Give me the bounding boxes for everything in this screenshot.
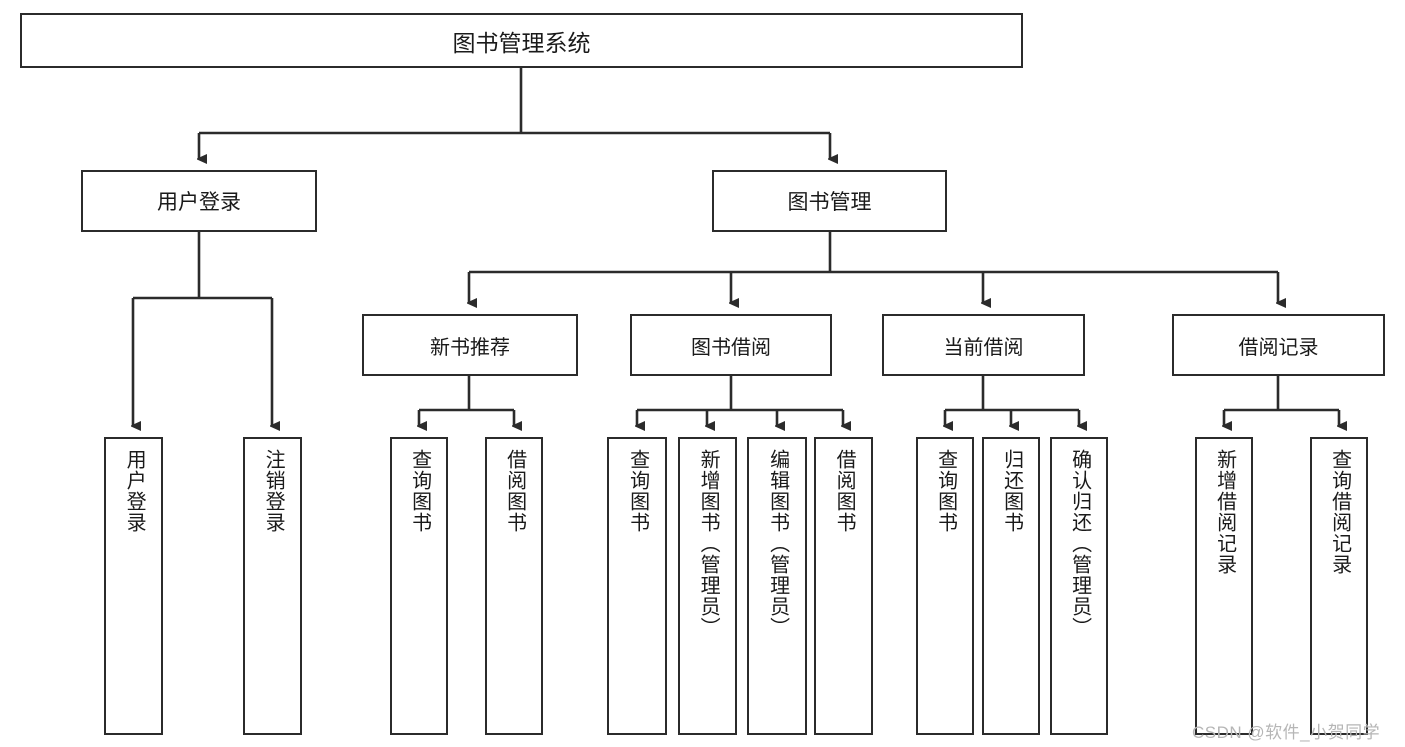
node-leaf-user-login[interactable]: 用户登录: [104, 437, 163, 735]
node-label: 图书管理系统: [452, 29, 591, 56]
node-label: 归还图书: [1000, 449, 1023, 533]
node-label: 用户登录: [123, 449, 146, 533]
node-leaf-borrow-book-recommend[interactable]: 借阅图书: [485, 437, 543, 735]
node-label: 当前借阅: [943, 336, 1024, 359]
node-book-borrow[interactable]: 图书借阅: [630, 314, 832, 376]
node-label: 查询图书: [934, 449, 957, 533]
node-leaf-query-book-recommend[interactable]: 查询图书: [390, 437, 448, 735]
node-leaf-logout-login[interactable]: 注销登录: [243, 437, 302, 735]
node-root-system[interactable]: 图书管理系统: [20, 13, 1023, 68]
node-book-management[interactable]: 图书管理: [712, 170, 947, 232]
node-label: 借阅图书: [503, 449, 526, 533]
node-leaf-add-borrow-record[interactable]: 新增借阅记录: [1195, 437, 1253, 735]
node-current-borrow[interactable]: 当前借阅: [882, 314, 1085, 376]
node-label: 查询图书: [626, 449, 649, 533]
node-label: 编辑图书（管理员）: [766, 449, 789, 638]
node-borrow-record[interactable]: 借阅记录: [1172, 314, 1385, 376]
node-label: 注销登录: [262, 449, 285, 533]
node-label: 查询借阅记录: [1328, 449, 1351, 575]
node-label: 确认归还（管理员）: [1068, 449, 1091, 638]
node-label: 新增图书（管理员）: [697, 449, 720, 638]
node-label: 新书推荐: [430, 336, 510, 359]
node-leaf-query-borrow-record[interactable]: 查询借阅记录: [1310, 437, 1368, 735]
node-leaf-return-book[interactable]: 归还图书: [982, 437, 1040, 735]
node-leaf-borrow-book[interactable]: 借阅图书: [814, 437, 873, 735]
node-label: 图书借阅: [691, 336, 771, 359]
node-label: 用户登录: [157, 191, 241, 214]
node-leaf-add-book-admin[interactable]: 新增图书（管理员）: [678, 437, 737, 735]
csdn-watermark: CSDN @软件_小贺同学: [1192, 723, 1381, 742]
node-leaf-edit-book-admin[interactable]: 编辑图书（管理员）: [747, 437, 807, 735]
node-label: 新增借阅记录: [1213, 449, 1236, 575]
node-leaf-query-book-current[interactable]: 查询图书: [916, 437, 974, 735]
node-label: 查询图书: [408, 449, 431, 533]
node-new-book-recommend[interactable]: 新书推荐: [362, 314, 578, 376]
node-label: 图书管理: [787, 191, 872, 214]
node-leaf-confirm-return-admin[interactable]: 确认归还（管理员）: [1050, 437, 1108, 735]
node-leaf-query-book-borrow[interactable]: 查询图书: [607, 437, 667, 735]
node-user-login[interactable]: 用户登录: [81, 170, 317, 232]
node-label: 借阅图书: [833, 449, 856, 533]
node-label: 借阅记录: [1238, 336, 1319, 359]
